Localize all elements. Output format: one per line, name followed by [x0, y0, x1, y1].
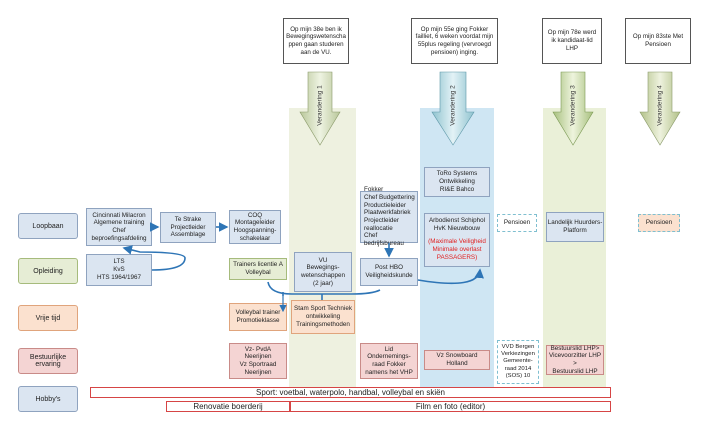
- change-arrows: [299, 71, 681, 146]
- arrow-verandering-2: [431, 71, 475, 146]
- hobby-sport: Sport: voetbal, waterpolo, handbal, voll…: [90, 387, 611, 398]
- box-post-hbo: Post HBO Veiligheidskunde: [360, 258, 418, 286]
- arrow-verandering-4: [639, 71, 681, 146]
- note-age-38: Op mijn 38e ben ik Bewegingswetenscha pp…: [283, 18, 349, 64]
- arrow-label-3: Verandering 3: [569, 85, 577, 126]
- box-vu: VU Bewegings- wetenschappen (2 jaar): [294, 252, 352, 292]
- hobby-film-foto: Film en foto (editor): [290, 401, 611, 412]
- box-vz-pvda: Vz- PvdA Neerijnen Vz Sportraad Neerijne…: [229, 343, 287, 379]
- arrow-label-2: Verandering 2: [449, 85, 457, 126]
- box-lid-or: Lid Ondernemings- raad Fokker namens het…: [360, 343, 418, 379]
- column-verandering-3: [543, 108, 606, 390]
- note-age-78: Op mijn 78e werd ik kandidaat-lid LHP: [542, 18, 602, 64]
- box-vvd: VVD Bergen Verkiezingen Gemeente- raad 2…: [497, 340, 539, 384]
- row-label-opleiding: Opleiding: [18, 258, 78, 284]
- box-pensioen-2: Pensioen: [638, 214, 680, 232]
- row-label-bestuurlijke-ervaring: Bestuurlijke ervaring: [18, 348, 78, 374]
- box-lts: LTS KvS HTS 1964/1967: [86, 254, 152, 286]
- box-volleybal-trainer: Volleybal trainer Promotieklasse: [229, 303, 287, 331]
- box-bestuurslid-lhp: Bestuurslid LHP> Vicevoorzitter LHP > Be…: [546, 345, 604, 375]
- hobby-renovatie: Renovatie boerderij: [166, 401, 290, 412]
- box-coq: COQ Montageleider Hoogspanning- schakela…: [229, 210, 281, 244]
- box-fokker: Fokker Chef Budgettering Productieleider…: [360, 186, 418, 247]
- row-label-loopbaan: Loopbaan: [18, 213, 78, 239]
- row-label-vrije-tijd: Vrije tijd: [18, 305, 78, 331]
- box-cincinnati: Cincinnati Milacron Algemene training Ch…: [86, 208, 152, 246]
- box-arbodienst: Arbodienst Schiphol HvK Nieuwbouw (Maxim…: [424, 213, 490, 267]
- note-age-55: Op mijn 55e ging Fokker failliet, 6 weke…: [411, 18, 498, 64]
- box-snowboard: Vz Snowboard Holland: [424, 350, 490, 370]
- arrow-label-1: Verandering 1: [316, 85, 324, 126]
- arbodienst-red-text: (Maximale Veiligheid Minimale overlast P…: [428, 238, 486, 261]
- arrow-verandering-1: [299, 71, 341, 146]
- box-te-strake: Te Strake Projectleider Assemblage: [160, 212, 216, 243]
- box-lhp: Landelijk Huurders- Platform: [546, 212, 604, 242]
- box-trainers-licentie: Trainers licentie A Volleybal: [229, 258, 287, 280]
- box-pensioen-1: Pensioen: [497, 214, 537, 232]
- note-age-83: Op mijn 83ste Met Pensioen: [625, 18, 691, 64]
- column-verandering-1: [289, 108, 356, 390]
- arrow-label-4: Verandering 4: [656, 85, 664, 126]
- row-label-hobbys: Hobby's: [18, 386, 78, 412]
- arbodienst-text: Arbodienst Schiphol HvK Nieuwbouw: [428, 217, 485, 232]
- box-stam-sport: Stam Sport Techniek ontwikkeling Trainin…: [291, 300, 355, 334]
- box-toro: ToRo Systems Ontwikkeling RI&E Bahco: [424, 167, 490, 197]
- arrow-verandering-3: [552, 71, 594, 146]
